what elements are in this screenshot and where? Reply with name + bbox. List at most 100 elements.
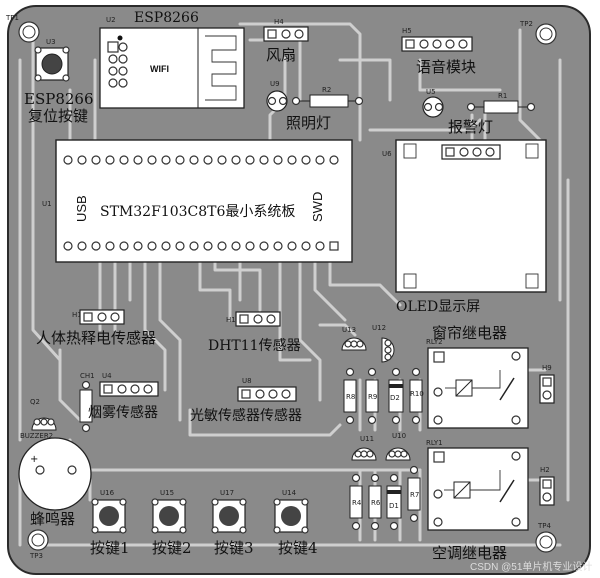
buzzer-plus: +	[30, 454, 38, 465]
stm32-pin	[203, 155, 213, 165]
stm32-pin	[231, 155, 241, 165]
d1-ref: D1	[389, 502, 399, 510]
key-1[interactable]: U16	[91, 489, 127, 534]
u12-ref: U12	[372, 324, 386, 332]
stm32-pin	[175, 241, 185, 251]
ac-output-header: H2	[539, 466, 555, 506]
ldr-header: U8	[237, 377, 297, 402]
resistor-r9: R9	[365, 367, 379, 425]
d2-ref: D2	[390, 394, 400, 402]
h5-ref: H5	[402, 27, 412, 35]
stm32-bottom-pin-row	[63, 241, 339, 251]
u11-ref: U11	[360, 435, 374, 443]
rly1-ref: RLY1	[426, 439, 443, 447]
u6-ref: U6	[382, 150, 392, 158]
resistor-r2: R2	[291, 86, 364, 108]
test-point-tp2: TP2	[519, 20, 557, 45]
light-label: 照明灯	[286, 114, 331, 132]
stm32-pin	[133, 155, 143, 165]
test-points: TP1 TP2 TP3 TP4	[5, 14, 557, 560]
fan-header: H4 风扇	[263, 18, 309, 64]
buzzer-ref: BUZZER2	[20, 432, 53, 440]
resistor-r6: R6	[368, 473, 382, 531]
ac-relay-driver: U11 U10 R4 R6 D1 R7	[349, 432, 421, 531]
stm32-pin	[273, 241, 283, 251]
stm32-pin	[77, 241, 87, 251]
pir-label: 人体热释电传感器	[36, 329, 156, 347]
stm32-pin	[63, 155, 73, 165]
fan-label: 风扇	[266, 46, 296, 64]
u16-ref: U16	[100, 489, 115, 497]
u2-ref: U2	[106, 16, 116, 24]
rly2-ref: RLY2	[426, 338, 443, 346]
voice-module-header: H5 语音模块	[401, 27, 476, 76]
ac-relay: RLY1	[426, 439, 529, 531]
stm32-pin	[203, 241, 213, 251]
ch1-ref: CH1	[80, 372, 95, 380]
resistor-r8: R8	[343, 367, 357, 425]
u15-ref: U15	[160, 489, 174, 497]
stm32-pin	[119, 155, 129, 165]
tp2-label: TP2	[519, 20, 533, 28]
stm32-pin	[147, 155, 157, 165]
q2-ref: Q2	[30, 398, 40, 406]
stm32-pin	[301, 241, 311, 251]
ldr-label: 光敏传感器传感器	[190, 407, 302, 424]
tp3-label: TP3	[29, 552, 43, 560]
stm32-pin	[189, 155, 199, 165]
smoke-sensor: CH1 U4	[79, 372, 159, 433]
esp-reset-label-line2: 复位按键	[28, 107, 88, 125]
stm32-pin	[91, 241, 101, 251]
key3-label: 按键3	[214, 539, 254, 557]
stm32-pin	[217, 241, 227, 251]
oled-display: U6	[382, 139, 547, 293]
curtain-relay-label: 窗帘继电器	[432, 324, 507, 342]
key-2[interactable]: U15	[151, 489, 187, 534]
stm32-pin	[315, 241, 325, 251]
swd-label: SWD	[310, 192, 325, 222]
u13-ref: U13	[342, 326, 356, 334]
stm32-pin	[329, 241, 339, 251]
u1-ref: U1	[42, 200, 52, 208]
wifi-chip-label: WIFI	[150, 64, 169, 74]
tp1-label: TP1	[5, 14, 19, 22]
stm32-pin	[91, 155, 101, 165]
r9-ref: R9	[368, 393, 377, 401]
alarm-led: U5	[422, 88, 444, 118]
r2-ref: R2	[322, 86, 331, 94]
curtain-output-header: H9	[539, 364, 555, 404]
stm32-top-pin-row	[63, 155, 339, 165]
u9-ref: U9	[270, 80, 280, 88]
stm32-pin	[287, 241, 297, 251]
r1-ref: R1	[498, 92, 507, 100]
esp8266-header-pins	[107, 41, 128, 88]
curtain-relay-driver: U13 U12 R8 R9 D2 R10	[341, 324, 424, 425]
key-4[interactable]: U14	[273, 489, 309, 534]
u4-ref: U4	[102, 372, 112, 380]
smoke-label: 烟雾传感器	[88, 404, 158, 421]
usb-label: USB	[74, 195, 89, 222]
stm32-pin	[105, 155, 115, 165]
stm32-pin	[175, 155, 185, 165]
buzzer-label: 蜂鸣器	[30, 510, 75, 528]
r10-ref: R10	[410, 390, 424, 398]
esp-reset-button[interactable]: U3	[34, 38, 70, 82]
buzzer: +	[18, 437, 92, 511]
stm32-pin	[273, 155, 283, 165]
h1-ref: H1	[72, 311, 82, 319]
oled-label: OLED显示屏	[396, 299, 480, 315]
resistor-r1: R1	[466, 92, 536, 114]
u3-ref: U3	[46, 38, 56, 46]
stm32-pin	[161, 155, 171, 165]
key-3[interactable]: U17	[211, 489, 247, 534]
resistor-r10: R10	[409, 367, 424, 425]
u17-ref: U17	[220, 489, 234, 497]
stm32-pin	[231, 241, 241, 251]
test-point-tp3: TP3	[27, 529, 49, 560]
dht11-header: H1	[226, 311, 281, 327]
stm32-pin	[133, 241, 143, 251]
stm32-title: STM32F103C8T6最小系统板	[100, 204, 295, 220]
r4-ref: R4	[352, 499, 362, 507]
stm32-pin	[315, 155, 325, 165]
